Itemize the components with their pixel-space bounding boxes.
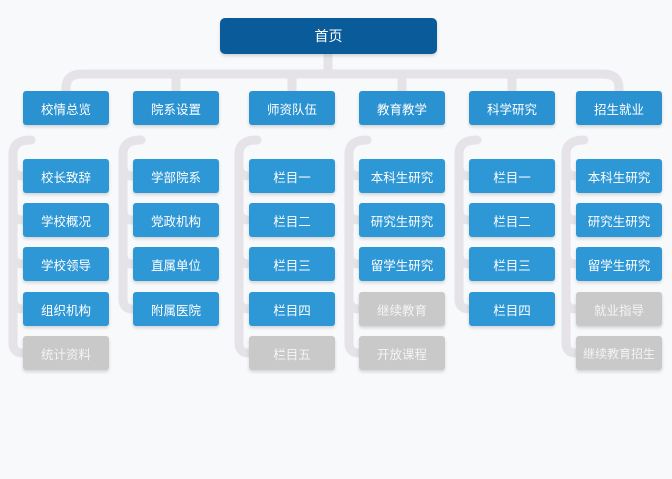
connector-branch-5-2 — [454, 205, 474, 225]
section-3-item-1[interactable]: 栏目一 — [249, 159, 335, 193]
connector-branch-3-4 — [234, 294, 254, 314]
connector-branch-6-4 — [561, 294, 581, 314]
root-node-home[interactable]: 首页 — [220, 18, 437, 54]
connector-trunk-4 — [344, 135, 372, 358]
connector-branch-6-2 — [561, 205, 581, 225]
connector-branch-4-2 — [344, 205, 364, 225]
connector-branch-4-3 — [344, 249, 364, 269]
connector-branch-2-3 — [118, 249, 138, 269]
section-4-item-3[interactable]: 留学生研究 — [359, 247, 445, 281]
connector-branch-5-3 — [454, 249, 474, 269]
connector-trunk-5 — [454, 135, 482, 314]
section-6-item-1[interactable]: 本科生研究 — [576, 159, 662, 193]
section-2-item-2[interactable]: 党政机构 — [133, 203, 219, 237]
section-3-item-3[interactable]: 栏目三 — [249, 247, 335, 281]
section-node-3[interactable]: 师资队伍 — [249, 91, 335, 125]
connector-branch-5-1 — [454, 161, 474, 181]
connector-branch-3-1 — [234, 161, 254, 181]
connector-section-6 — [598, 69, 624, 96]
section-5-item-2[interactable]: 栏目二 — [469, 203, 555, 237]
section-1-item-2[interactable]: 学校概况 — [23, 203, 109, 237]
section-node-1[interactable]: 校情总览 — [23, 91, 109, 125]
section-1-item-1[interactable]: 校长致辞 — [23, 159, 109, 193]
connector-branch-3-3 — [234, 249, 254, 269]
connector-trunk-3 — [234, 135, 262, 358]
section-1-item-3[interactable]: 学校领导 — [23, 247, 109, 281]
section-2-item-3[interactable]: 直属单位 — [133, 247, 219, 281]
connector-branch-4-1 — [344, 161, 364, 181]
connector-branch-1-3 — [8, 249, 28, 269]
section-2-item-1[interactable]: 学部院系 — [133, 159, 219, 193]
connector-trunk-2 — [118, 135, 146, 314]
connector-trunk-6 — [561, 135, 589, 358]
section-6-item-3[interactable]: 留学生研究 — [576, 247, 662, 281]
section-3-item-2[interactable]: 栏目二 — [249, 203, 335, 237]
section-3-item-4[interactable]: 栏目四 — [249, 292, 335, 326]
section-5-item-1[interactable]: 栏目一 — [469, 159, 555, 193]
section-5-item-4[interactable]: 栏目四 — [469, 292, 555, 326]
section-6-item-2[interactable]: 研究生研究 — [576, 203, 662, 237]
section-node-6[interactable]: 招生就业 — [576, 91, 662, 125]
section-node-5[interactable]: 科学研究 — [469, 91, 555, 125]
connector-branch-4-4 — [344, 294, 364, 314]
section-4-item-4[interactable]: 继续教育 — [359, 292, 445, 326]
connector-section-1 — [61, 69, 87, 96]
connector-branch-3-2 — [234, 205, 254, 225]
section-node-2[interactable]: 院系设置 — [133, 91, 219, 125]
connector-branch-1-1 — [8, 161, 28, 181]
section-3-item-5[interactable]: 栏目五 — [249, 336, 335, 370]
connector-branch-2-1 — [118, 161, 138, 181]
section-1-item-4[interactable]: 组织机构 — [23, 292, 109, 326]
connector-branch-2-2 — [118, 205, 138, 225]
section-2-item-4[interactable]: 附属医院 — [133, 292, 219, 326]
section-6-item-4[interactable]: 就业指导 — [576, 292, 662, 326]
connector-trunk-1 — [8, 135, 36, 358]
connector-branch-1-4 — [8, 294, 28, 314]
section-6-item-5[interactable]: 继续教育招生 — [576, 336, 662, 370]
connector-branch-6-3 — [561, 249, 581, 269]
section-4-item-2[interactable]: 研究生研究 — [359, 203, 445, 237]
section-node-4[interactable]: 教育教学 — [359, 91, 445, 125]
section-4-item-5[interactable]: 开放课程 — [359, 336, 445, 370]
section-5-item-3[interactable]: 栏目三 — [469, 247, 555, 281]
section-4-item-1[interactable]: 本科生研究 — [359, 159, 445, 193]
connector-branch-6-1 — [561, 161, 581, 181]
connector-branch-1-2 — [8, 205, 28, 225]
section-1-item-5[interactable]: 统计资料 — [23, 336, 109, 370]
